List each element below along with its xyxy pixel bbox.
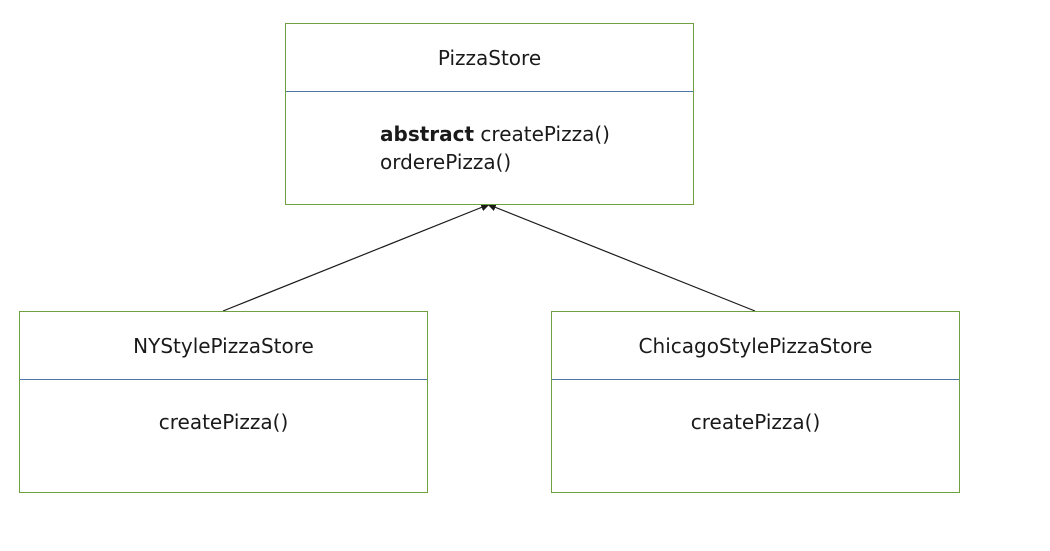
class-name: ChicagoStylePizzaStore	[552, 312, 959, 380]
method-line: abstract createPizza()	[380, 120, 787, 148]
method-signature: createPizza()	[480, 122, 610, 146]
class-box-chicago-style-pizza-store[interactable]: ChicagoStylePizzaStore createPizza()	[551, 311, 960, 493]
method-signature: createPizza()	[158, 410, 289, 434]
method-line: orderePizza()	[380, 148, 787, 176]
class-methods: createPizza()	[20, 408, 427, 436]
method-signature: createPizza()	[690, 410, 821, 434]
method-keyword: abstract	[380, 122, 475, 146]
inheritance-arrow-ny[interactable]	[222, 203, 491, 312]
class-name: NYStylePizzaStore	[20, 312, 427, 380]
class-methods: abstract createPizza() orderePizza()	[286, 120, 787, 176]
class-box-ny-style-pizza-store[interactable]: NYStylePizzaStore createPizza()	[19, 311, 428, 493]
inheritance-arrow-chicago[interactable]	[486, 203, 756, 312]
class-name: PizzaStore	[286, 24, 693, 92]
class-methods: createPizza()	[552, 408, 959, 436]
method-signature: orderePizza()	[380, 150, 512, 174]
class-box-pizza-store[interactable]: PizzaStore abstract createPizza() ordere…	[285, 23, 694, 205]
